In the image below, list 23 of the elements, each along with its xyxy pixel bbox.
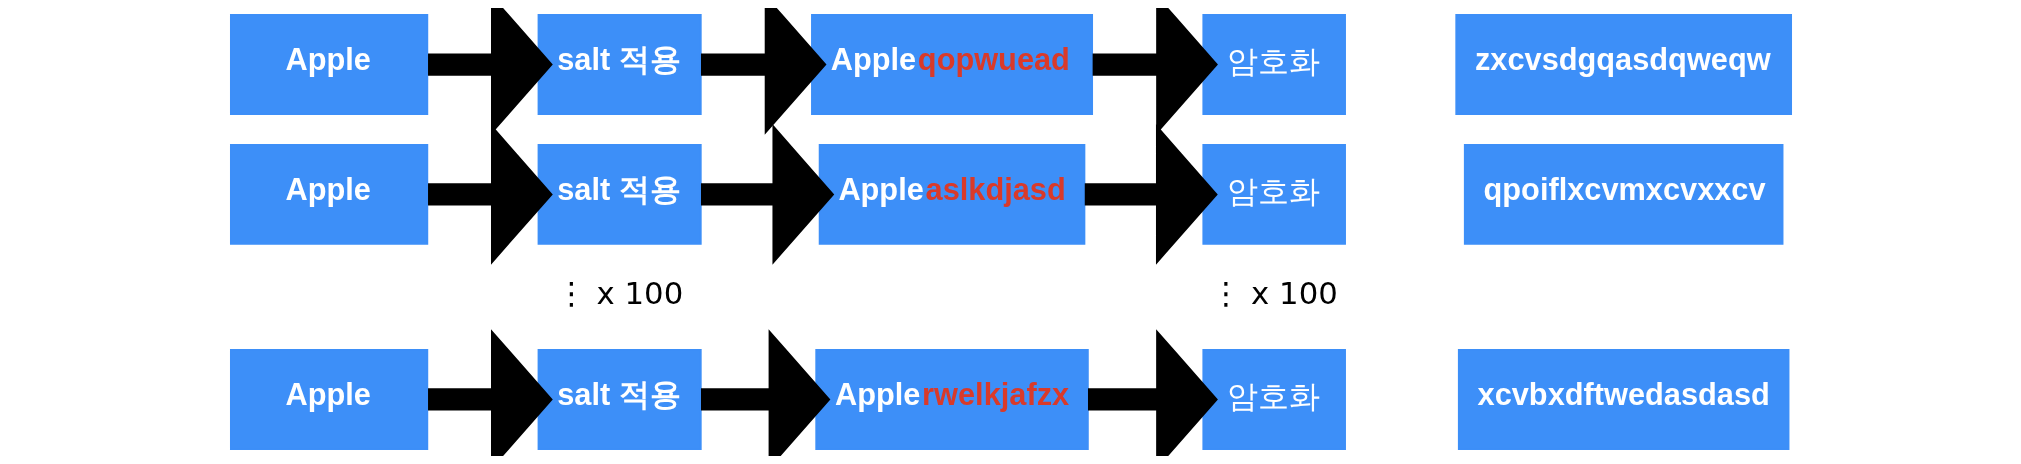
node-box: 암호화 [1201, 144, 1346, 245]
node-box: Applerwelkjafzx [814, 349, 1089, 450]
node-box: Appleqopwuead [810, 14, 1093, 115]
arrow [700, 8, 826, 135]
arrow [1084, 124, 1218, 265]
node-box: zxcvsdgqasdqweqw [1454, 14, 1792, 115]
node-box: Apple [229, 14, 428, 115]
node-box: 암호화 [1201, 14, 1346, 115]
node-box: xcvbxdftwedasdasd [1457, 349, 1789, 450]
node-box: Apple [229, 144, 428, 245]
node-box: salt 적용 [537, 349, 702, 450]
node-box: 암호화 [1201, 349, 1346, 450]
arrow [700, 124, 834, 265]
arrow [1087, 329, 1218, 456]
node-box: salt 적용 [537, 14, 702, 115]
node-box: qpoiflxcvmxcvxxcv [1463, 144, 1783, 245]
label: ⋮ x 100 [555, 275, 683, 312]
node-box: salt 적용 [537, 144, 702, 245]
arrow [427, 329, 553, 456]
node-box: Appleaslkdjasd [818, 144, 1085, 245]
label: ⋮ x 100 [1210, 275, 1338, 312]
arrow [700, 329, 830, 456]
node-box: Apple [229, 349, 428, 450]
